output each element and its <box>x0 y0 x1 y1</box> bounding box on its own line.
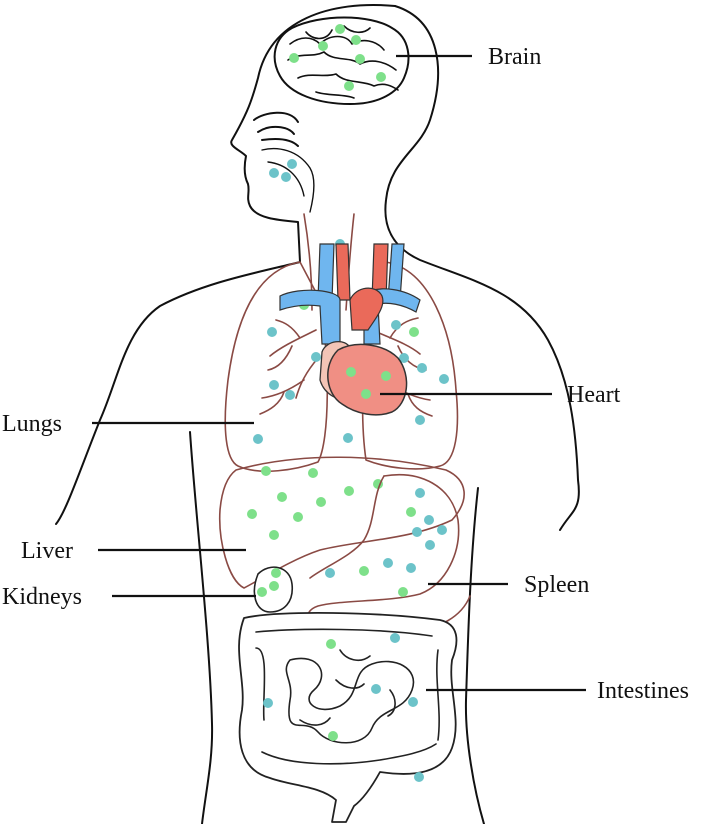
great-vessels <box>279 243 421 345</box>
lungs-label: Lungs <box>2 411 62 437</box>
liver <box>218 456 465 589</box>
liver-label: Liver <box>21 538 73 564</box>
kidney <box>253 566 294 613</box>
brain <box>273 16 410 106</box>
heart <box>319 341 408 416</box>
heart-label: Heart <box>567 382 621 408</box>
labels: Brain Heart Lungs Liver Kidneys Spleen I… <box>2 44 689 704</box>
intestines-label: Intestines <box>597 678 689 704</box>
lungs <box>224 261 459 473</box>
leader-lines <box>92 54 586 692</box>
body-outline <box>55 4 580 824</box>
stomach <box>307 474 471 633</box>
intestines <box>238 612 458 823</box>
spleen-label: Spleen <box>524 572 589 598</box>
brain-label: Brain <box>488 44 541 70</box>
kidneys-label: Kidneys <box>2 584 82 610</box>
